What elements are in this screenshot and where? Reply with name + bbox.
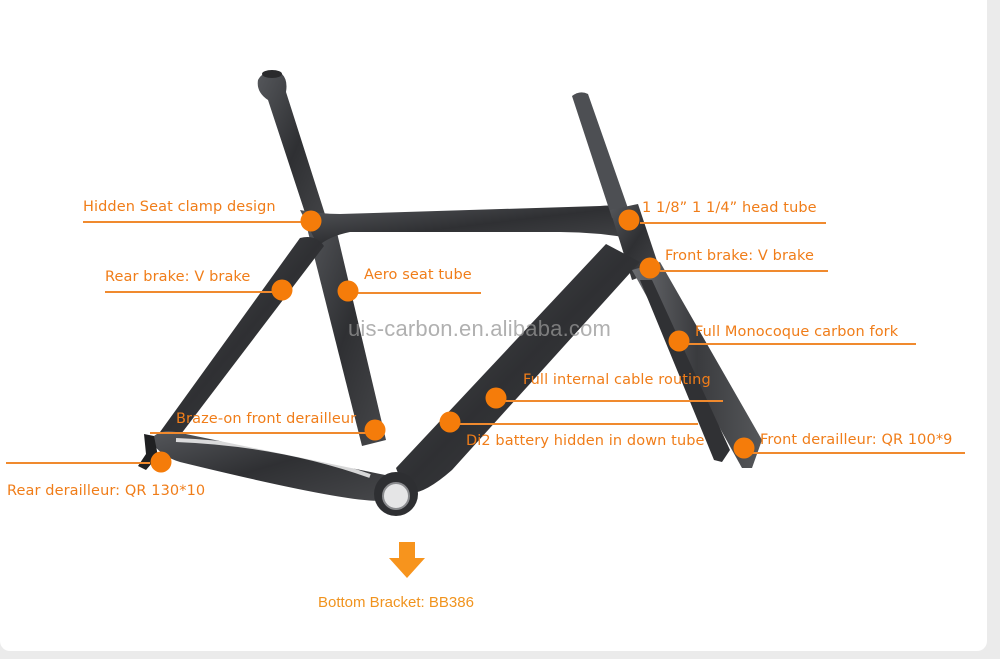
callout-fork-dot	[668, 330, 690, 352]
callout-braze-on-label: Braze-on front derailleur	[176, 411, 357, 427]
callout-seat-clamp-dot	[300, 210, 322, 232]
callout-aero-seat-tube-line	[356, 292, 481, 294]
callout-head-tube-line	[640, 222, 826, 224]
callout-front-brake-dot	[639, 257, 661, 279]
callout-rear-axle-line	[6, 462, 150, 464]
callout-front-brake-line	[660, 270, 828, 272]
diagram-card: uis-carbon.en.alibaba.com Hidden Seat cl…	[0, 0, 987, 651]
callout-di2-label: Di2 battery hidden in down tube	[466, 433, 705, 449]
callout-head-tube-dot	[618, 209, 640, 231]
callout-rear-axle-dot	[150, 451, 172, 473]
callout-fork-label: Full Monocoque carbon fork	[695, 324, 899, 340]
callout-rear-axle-label: Rear derailleur: QR 130*10	[7, 483, 206, 499]
callout-cable-routing-label: Full internal cable routing	[523, 372, 711, 388]
callout-aero-seat-tube-label: Aero seat tube	[364, 267, 472, 283]
seatpost	[257, 70, 330, 234]
callout-fork-line	[688, 343, 916, 345]
callout-rear-brake-line	[105, 291, 280, 293]
arrow-down-icon	[389, 542, 425, 578]
callout-front-axle-label: Front derailleur: QR 100*9	[760, 432, 953, 448]
callout-front-axle-line	[752, 452, 965, 454]
callout-di2-line	[458, 423, 698, 425]
callout-braze-on-line	[150, 432, 368, 434]
callout-cable-routing-dot	[485, 387, 507, 409]
callout-aero-seat-tube-dot	[337, 280, 359, 302]
watermark-text: uis-carbon.en.alibaba.com	[348, 316, 612, 341]
callout-rear-brake-label: Rear brake: V brake	[105, 269, 251, 285]
callout-cable-routing-line	[505, 400, 723, 402]
callout-seat-clamp-line	[83, 221, 309, 223]
callout-front-brake-label: Front brake: V brake	[665, 248, 815, 264]
callout-head-tube-label: 1 1/8” 1 1/4” head tube	[642, 200, 817, 216]
callout-braze-on-dot	[364, 419, 386, 441]
callout-seat-clamp-label: Hidden Seat clamp design	[83, 199, 276, 215]
callout-front-axle-dot	[733, 437, 755, 459]
callout-di2-dot	[439, 411, 461, 433]
bottom-bracket-label: Bottom Bracket: BB386	[318, 594, 474, 611]
callout-rear-brake-dot	[271, 279, 293, 301]
